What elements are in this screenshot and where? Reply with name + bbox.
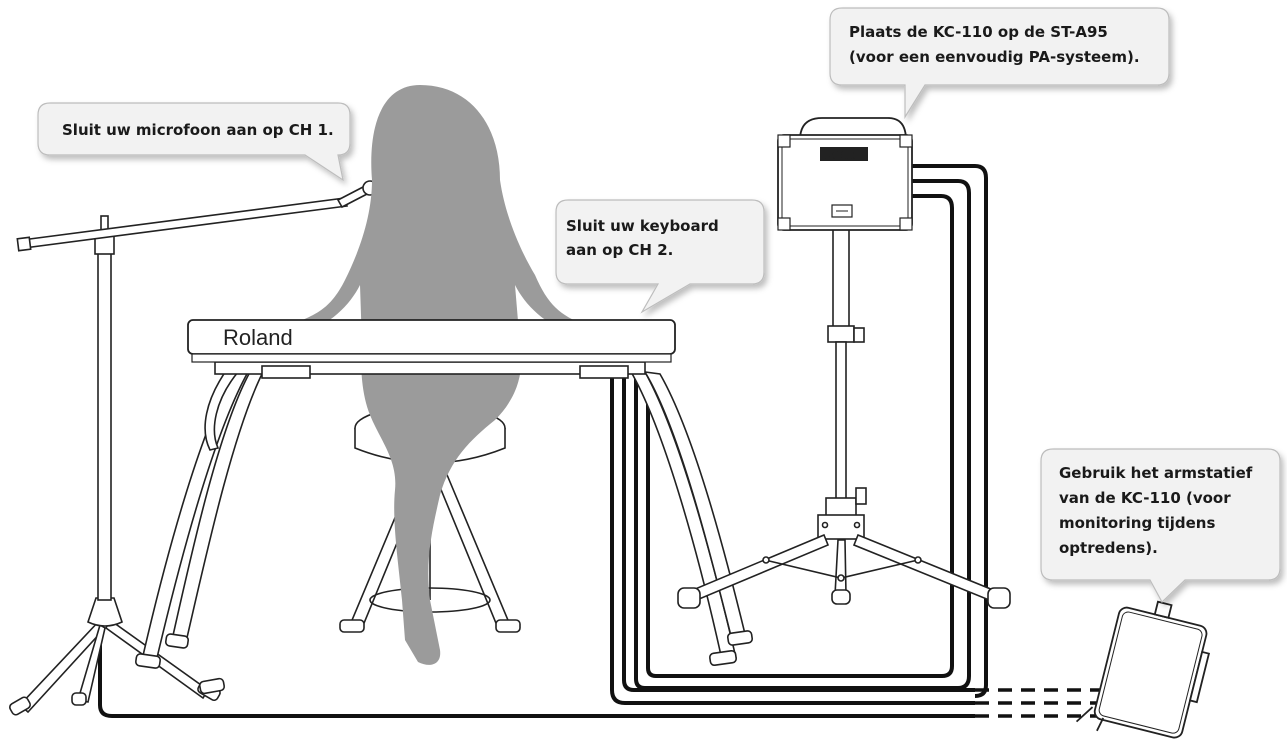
amp-cable-2 (634, 179, 971, 690)
callout-keyboard (555, 199, 765, 314)
callout-stand (829, 7, 1170, 120)
microphone-stand (9, 180, 378, 716)
callout-stand-text: Plaats de KC-110 op de ST-A95 (voor een … (849, 23, 1140, 66)
callout-keyboard-text: Sluit uw keyboard aan op CH 2. (566, 217, 724, 259)
amp-brand: Roland (825, 149, 860, 161)
keyboard-cable-1 (610, 372, 975, 705)
person-silhouette (290, 85, 585, 665)
keyboard-brand: Roland (223, 325, 293, 350)
callout-microphone (37, 102, 351, 182)
mic-cable (98, 630, 975, 718)
amp-cable-1 (912, 164, 988, 698)
keyboard: Roland (187, 319, 676, 363)
callout-arm-stand (1040, 448, 1281, 603)
keyboard-cable-2 (622, 372, 975, 692)
callout-arm-stand-text: Gebruik het armstatief van de KC-110 (vo… (1059, 464, 1258, 557)
kc110-monitor-amp (1075, 600, 1211, 739)
kc110-amplifier: Roland (777, 117, 913, 231)
pa-stand (677, 227, 1011, 609)
cables (98, 164, 988, 718)
amp-cable-3 (646, 194, 954, 678)
callout-microphone-text: Sluit uw microfoon aan op CH 1. (62, 121, 334, 139)
